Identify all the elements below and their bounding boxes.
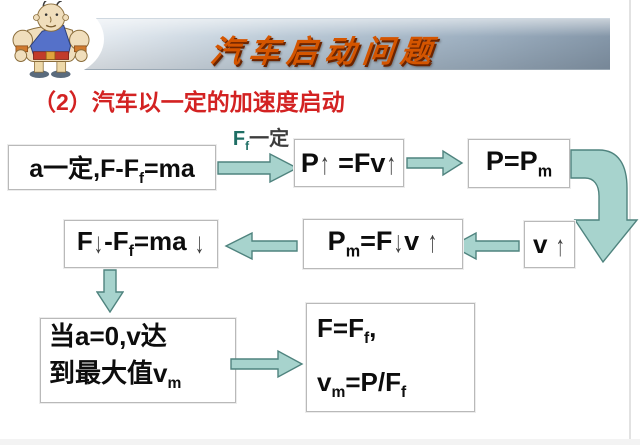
page-bottom-edge — [0, 439, 640, 445]
flow-arrow-right-3 — [230, 349, 304, 379]
formula-pm-fv: Pm=F↓v ↑ — [327, 225, 438, 261]
formula-velocity: v ↑ — [532, 228, 566, 262]
header-banner — [78, 18, 610, 70]
result-line2: vm=P/Ff — [317, 366, 407, 401]
flow-arrow-left-1 — [450, 231, 520, 261]
max-velocity-line1: 当a=0,v达 — [49, 321, 167, 352]
box-given-acceleration: a一定,F-Ff=ma — [8, 145, 216, 190]
box-power-increasing: P↑ =Fv↑ — [294, 139, 404, 187]
formula-pmax: P=Pm — [485, 145, 553, 181]
box-max-velocity-condition: 当a=0,v达 到最大值vm — [40, 318, 236, 403]
box-final-result: F=Ff, vm=P/Ff — [306, 303, 475, 412]
flow-arrow-right-2 — [406, 149, 464, 177]
friction-constant-label: Ff一定 — [214, 122, 308, 153]
banner-title: 汽车启动问题 — [208, 34, 441, 69]
curved-down-arrow — [570, 149, 639, 264]
strongman-mascot-icon — [12, 1, 90, 79]
max-velocity-line2: 到最大值vm — [49, 358, 182, 393]
box-velocity-rising: v ↑ — [524, 221, 575, 268]
section-heading: （2）汽车以一定的加速度启动 — [33, 89, 345, 115]
flow-arrow-right-1 — [217, 152, 299, 184]
flow-arrow-down — [96, 269, 124, 313]
friction-constant-text: 一定 — [249, 128, 290, 150]
box-pm-equals-fv: Pm=F↓v ↑ — [303, 219, 463, 269]
formula-given: a一定,F-Ff=ma — [29, 154, 195, 187]
flow-arrow-left-2 — [224, 231, 298, 261]
result-line1: F=Ff, — [317, 313, 377, 348]
box-force-decreasing: F↓-Ff=ma ↓ — [64, 220, 218, 268]
friction-symbol: Ff — [232, 128, 250, 153]
formula-f-ma: F↓-Ff=ma ↓ — [76, 226, 205, 261]
formula-power: P↑ =Fv↑ — [300, 147, 397, 182]
box-power-maximum: P=Pm — [468, 139, 570, 188]
